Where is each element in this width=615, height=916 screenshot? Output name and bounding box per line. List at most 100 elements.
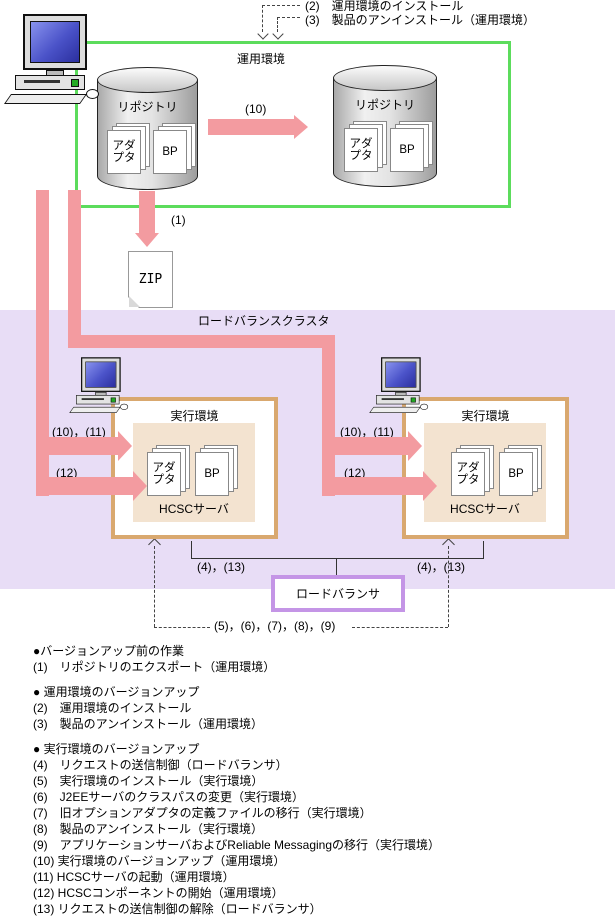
disk-slot-icon (81, 398, 104, 401)
bp-doc-stack: BP (390, 121, 433, 172)
screen-icon (30, 21, 80, 63)
section-heading: ● 実行環境のバージョンアップ (33, 742, 200, 756)
power-led-icon (110, 397, 116, 403)
power-led-icon (410, 397, 416, 403)
system-unit-icon (15, 75, 85, 90)
dashed-return-left-run (154, 627, 210, 628)
step-item: (5) 実行環境のインストール（実行環境） (33, 774, 264, 788)
zip-file-fold (129, 296, 140, 307)
step-item: (12) HCSCコンポーネントの開始（運用環境） (33, 886, 284, 900)
operation-env-box (75, 41, 511, 208)
power-led-icon (71, 79, 79, 87)
hcsc-server-label: HCSCサーバ (159, 502, 229, 516)
arrow-10-label: (10) (245, 102, 267, 116)
label-4-13-right: (4)，(13) (417, 560, 466, 574)
disk-slot-icon (24, 80, 60, 83)
step-item: (11) HCSCサーバの起動（運用環境） (33, 870, 235, 884)
computer-icon (68, 356, 129, 414)
label-5-9: (5)，(6)，(7)，(8)，(9) (214, 619, 336, 633)
step-item: (7) 旧オプションアダプタの定義ファイルの移行（実行環境） (33, 806, 372, 820)
arrow-12-left-label: (12) (56, 466, 78, 480)
arrow-10-11-left-band (36, 437, 118, 455)
adapter-doc-label: アダプタ (344, 128, 378, 172)
step-item: (6) J2EEサーバのクラスパスの変更（実行環境） (33, 790, 304, 804)
system-unit-icon (76, 395, 120, 405)
step-item: (1) リポジトリのエクスポート（運用環境） (33, 660, 276, 674)
dashed-line-step3-drop (277, 17, 278, 32)
computer-icon (2, 12, 99, 105)
section-heading: ● 運用環境のバージョンアップ (33, 685, 200, 699)
step-section-before-upgrade: ●バージョンアップ前の作業 (1) リポジトリのエクスポート（運用環境） (33, 643, 440, 675)
zip-file-icon: ZIP (128, 251, 173, 308)
arrow-10-head-icon (294, 115, 308, 139)
repository-label: リポジトリ (354, 98, 415, 112)
disk-slot-icon (381, 398, 404, 401)
step3-label: (3) 製品のアンインストール（運用環境） (305, 13, 535, 27)
adapter-doc-stack: アダプタ (451, 445, 494, 496)
hcsc-server-label: HCSCサーバ (450, 502, 520, 516)
adapter-doc-stack: アダプタ (344, 121, 387, 172)
dashed-line-step2 (262, 5, 300, 6)
step2-label: (2) 運用環境のインストール (305, 0, 464, 13)
arrow-10-11-right-label: (10)，(11) (340, 425, 394, 439)
flow-bar-right-across (68, 335, 335, 348)
mouse-icon (120, 403, 129, 410)
keyboard-icon (4, 94, 88, 104)
mouse-icon (86, 89, 99, 99)
operation-env-label: 運用環境 (237, 52, 286, 66)
step-item: (10) 実行環境のバージョンアップ（運用環境） (33, 854, 286, 868)
step-section-operation-env: ● 運用環境のバージョンアップ (2) 運用環境のインストール (3) 製品のア… (33, 684, 440, 732)
dashed-return-left (154, 546, 155, 627)
keyboard-icon (369, 406, 421, 414)
bp-doc-label: BP (390, 128, 424, 172)
repository-cylinder-left: リポジトリ アダプタ BP (97, 67, 198, 190)
down-arrowhead-icon (257, 28, 269, 40)
bp-doc-stack: BP (195, 445, 238, 496)
dashed-line-step3 (277, 17, 300, 18)
adapter-doc-label: アダプタ (107, 130, 141, 174)
arrow-12-right-head-icon (423, 471, 437, 501)
arrow-12-left-head-icon (133, 471, 147, 501)
connector-right-drop (483, 541, 484, 558)
step-item: (3) 製品のアンインストール（運用環境） (33, 717, 263, 731)
adapter-doc-stack: アダプタ (147, 445, 190, 496)
arrow-1-label: (1) (171, 213, 186, 227)
connector-lb-drop (336, 558, 337, 575)
dashed-return-right-run (352, 627, 448, 628)
label-4-13-left: (4)，(13) (197, 560, 246, 574)
execution-env-label: 実行環境 (170, 409, 219, 423)
step-section-execution-env: ● 実行環境のバージョンアップ (4) リクエストの送信制御（ロードバランサ） … (33, 741, 440, 916)
arrow-10-11-left-head-icon (118, 431, 132, 461)
arrow-12-right-label: (12) (344, 466, 366, 480)
step-item: (2) 運用環境のインストール (33, 701, 192, 715)
screen-icon (385, 361, 417, 388)
connector-horizontal (191, 558, 484, 559)
monitor-icon (381, 357, 421, 392)
repository-label: リポジトリ (117, 100, 178, 114)
cluster-label: ロードバランスクラスタ (198, 314, 330, 328)
computer-icon (368, 356, 429, 414)
system-unit-icon (376, 395, 420, 405)
mouse-icon (420, 403, 429, 410)
arrow-12-right-band (322, 477, 423, 495)
flow-bar-right-down (322, 335, 335, 496)
section-heading: ●バージョンアップ前の作業 (33, 644, 185, 658)
monitor-icon (23, 14, 87, 70)
cylinder-top (333, 65, 437, 91)
down-arrowhead-icon (272, 28, 284, 40)
repository-cylinder-right: リポジトリ アダプタ BP (333, 65, 437, 187)
bp-doc-label: BP (153, 130, 187, 174)
monitor-icon (81, 357, 121, 392)
step-item: (9) アプリケーションサーバおよびReliable Messagingの移行（… (33, 838, 441, 852)
flow-bar-right-drop (68, 190, 81, 348)
cylinder-top (97, 67, 198, 93)
flow-bar-left (36, 190, 49, 496)
step-item: (8) 製品のアンインストール（実行環境） (33, 822, 263, 836)
adapter-doc-label: アダプタ (147, 452, 181, 496)
arrow-1-band (139, 191, 155, 233)
arrow-10-band (208, 119, 294, 135)
connector-left-drop (191, 541, 192, 558)
step-item: (13) リクエストの送信制御の解除（ロードバランサ） (33, 902, 322, 916)
arrow-10-11-right-head-icon (408, 431, 422, 461)
